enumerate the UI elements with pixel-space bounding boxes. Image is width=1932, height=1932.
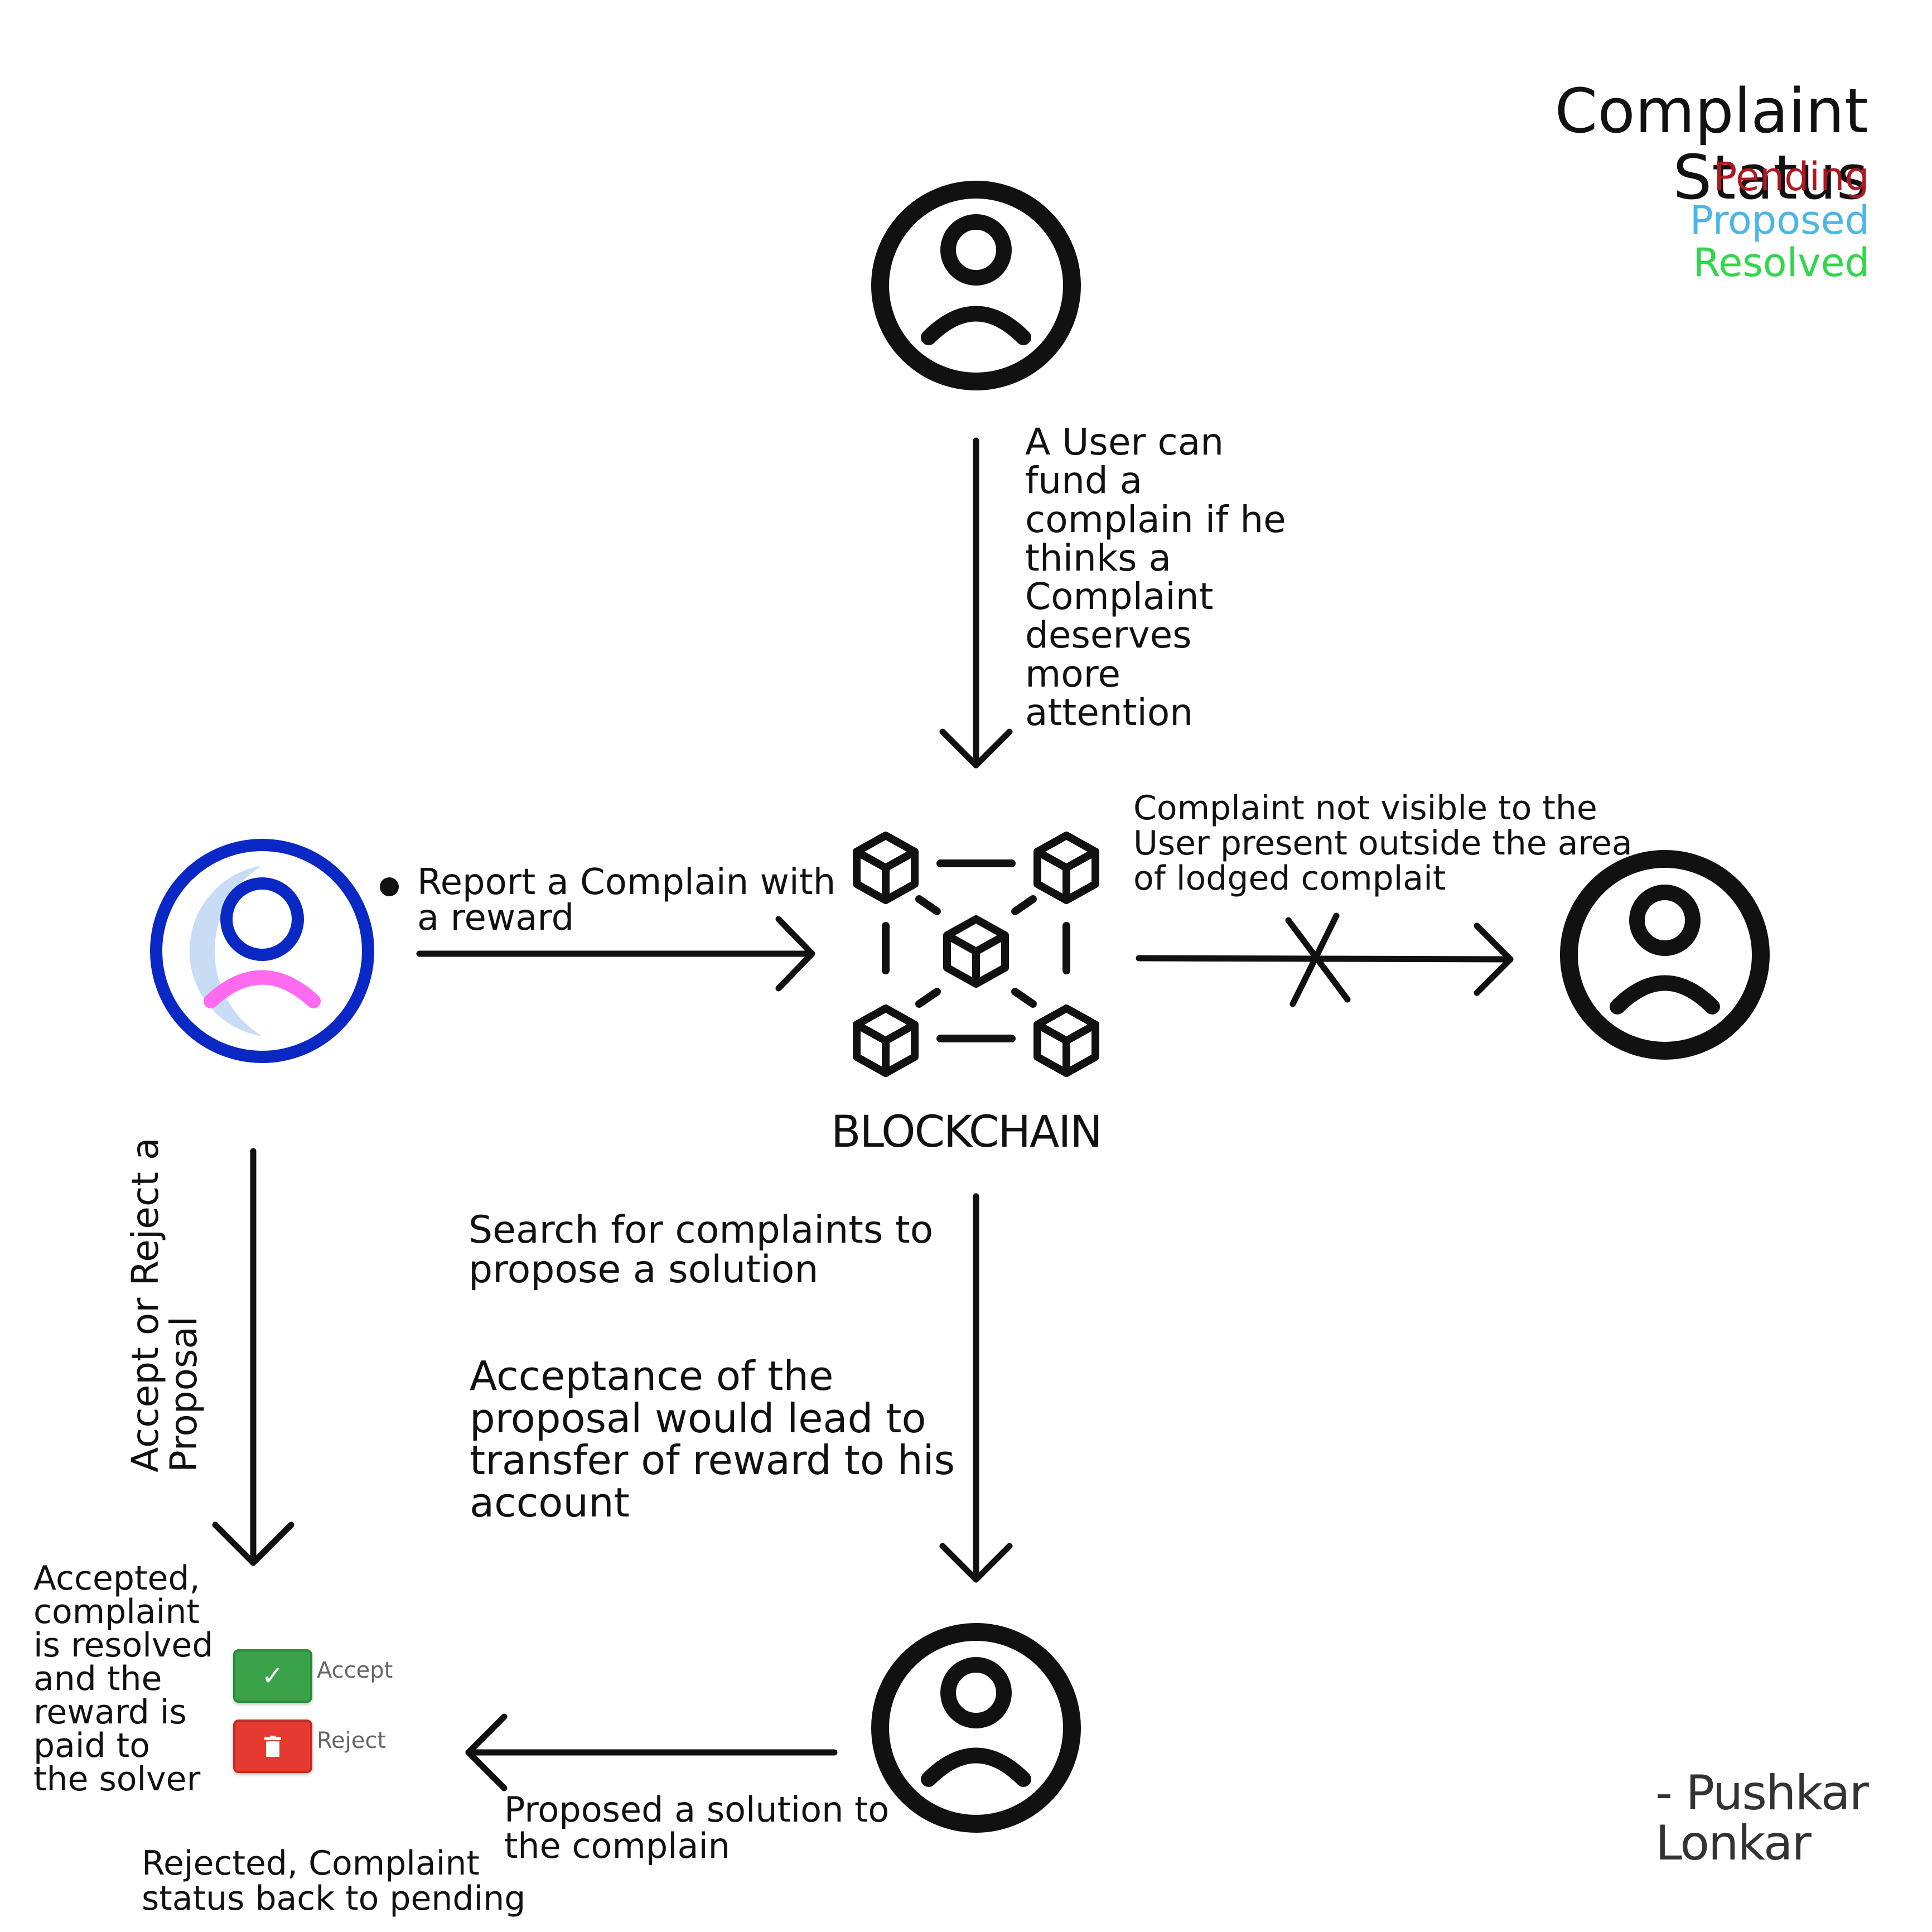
solver-user-icon [871, 1623, 1081, 1833]
search-label: Search for complaints to propose a solut… [468, 1208, 934, 1292]
proposed-solution-label: Proposed a solution to the complain [504, 1789, 890, 1867]
report-label: Report a Complain with a reward [417, 862, 836, 939]
not-visible-arrow [1136, 912, 1514, 1007]
not-visible-label: Complaint not visible to the User presen… [1133, 789, 1632, 898]
top-user-icon [871, 181, 1081, 390]
accepted-outcome-label: Accepted, complaint is resolved and the … [33, 1559, 214, 1799]
search-arrow [939, 1193, 1013, 1583]
bullet-dot [380, 877, 399, 896]
proposed-solution-arrow [465, 1713, 838, 1791]
reject-button[interactable] [233, 1720, 312, 1773]
reporter-sad-user-icon [150, 839, 374, 1063]
accept-reject-arrow [212, 1148, 294, 1566]
accept-button-label: Accept [317, 1658, 393, 1683]
blockchain-icon [853, 832, 1099, 1077]
legend-title: Complaint Status [1554, 75, 1868, 213]
legend-pending: Pending [1713, 154, 1870, 200]
fund-arrow [939, 437, 1013, 769]
reject-button-label: Reject [317, 1728, 387, 1754]
blockchain-label: BLOCKCHAIN [831, 1107, 1103, 1157]
legend-proposed: Proposed [1689, 197, 1870, 243]
outside-user-icon [1560, 850, 1770, 1060]
legend-resolved: Resolved [1693, 240, 1870, 286]
accept-button[interactable]: ✓ [233, 1649, 312, 1703]
author-signature: - Pushkar Lonkar [1655, 1765, 1869, 1872]
acceptance-label: Acceptance of the proposal would lead to… [470, 1353, 955, 1526]
trash-icon [264, 1736, 281, 1757]
accept-or-reject-label: Accept or Reject a Proposal [124, 1137, 206, 1472]
check-icon: ✓ [261, 1660, 284, 1692]
fund-label: A User can fund a complain if he thinks … [1025, 421, 1286, 735]
rejected-outcome-label: Rejected, Complaint status back to pendi… [142, 1844, 526, 1918]
report-arrow [416, 916, 815, 992]
